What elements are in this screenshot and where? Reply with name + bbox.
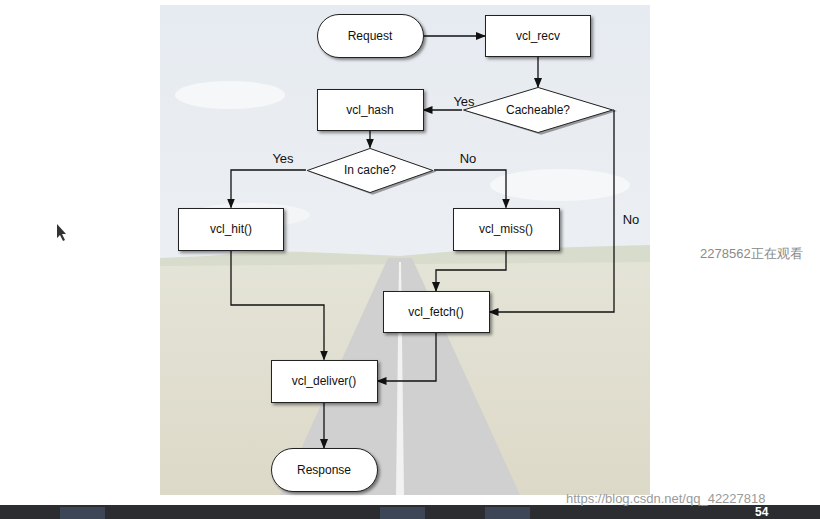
decision-diamond: Cacheable? [462, 87, 614, 133]
node-text: In cache? [344, 163, 396, 177]
flow-arrow [231, 251, 324, 360]
flow-arrow [537, 57, 538, 87]
node-text: vcl_hash [346, 103, 393, 117]
flow-arrow [369, 131, 370, 148]
node-text: Request [348, 29, 393, 43]
flow-arrow [424, 109, 462, 110]
process-box: vcl_hash [317, 89, 424, 131]
process-box: vcl_hit() [178, 208, 284, 251]
flow-arrow [434, 170, 506, 208]
node-text: vcl_deliver() [292, 374, 357, 388]
flow-arrow [323, 403, 324, 449]
terminal-pill: Request [317, 14, 424, 58]
flow-arrow [436, 251, 506, 292]
edge-label: Yes [272, 151, 293, 166]
node-text: vcl_hit() [210, 222, 252, 236]
node-text: Response [297, 463, 351, 477]
watermark: https://blog.csdn.net/qq_42227818 [566, 491, 766, 506]
edge-label: No [460, 151, 477, 166]
process-box: vcl_deliver() [271, 360, 378, 403]
node-text: vcl_fetch() [408, 305, 463, 319]
process-box: vcl_recv [485, 15, 591, 57]
flow-arrow [424, 35, 486, 36]
process-box: vcl_miss() [453, 208, 560, 251]
process-box: vcl_fetch() [383, 291, 490, 333]
decision-diamond: In cache? [306, 148, 434, 193]
node-text: Cacheable? [506, 103, 570, 117]
mouse-cursor [57, 224, 66, 241]
node-text: vcl_miss() [479, 222, 533, 236]
node-text: vcl_recv [516, 29, 560, 43]
edge-label: Yes [453, 94, 474, 109]
page-number: 54 [755, 505, 768, 519]
flow-arrow [231, 170, 306, 208]
flow-arrow [378, 333, 437, 381]
edge-label: No [623, 212, 640, 227]
viewer-count: 2278562正在观看 [700, 245, 803, 263]
terminal-pill: Response [271, 448, 378, 492]
